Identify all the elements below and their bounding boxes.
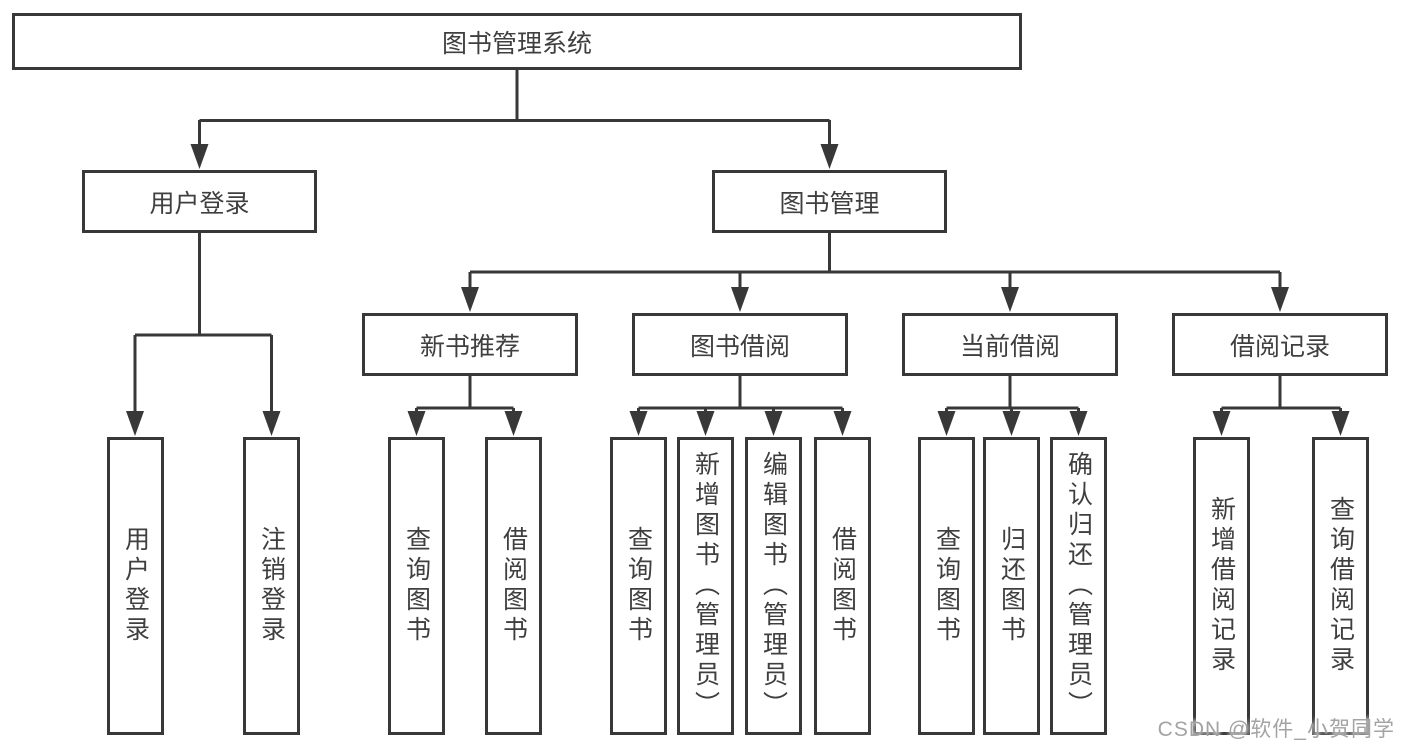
- node-book-borrowing: 图书借阅: [632, 313, 848, 376]
- arrowhead: [820, 144, 839, 169]
- arrowhead: [461, 287, 479, 312]
- tree-edges: [133, 70, 1342, 413]
- node-user-login: 用户登录: [82, 170, 317, 233]
- arrowhead: [407, 411, 426, 436]
- node-add-borrow-record: 新增借阅记录: [1193, 437, 1250, 735]
- node-library-system: 图书管理系统: [12, 13, 1022, 70]
- arrowhead: [696, 411, 715, 436]
- node-return-book: 归还图书: [983, 437, 1040, 735]
- node-query-borrow-record: 查询借阅记录: [1312, 437, 1369, 735]
- node-new-book-recommend: 新书推荐: [362, 313, 578, 376]
- arrowhead: [1069, 411, 1088, 436]
- arrowhead: [504, 411, 523, 436]
- arrowhead: [629, 411, 648, 436]
- node-query-books-current: 查询图书: [918, 437, 975, 735]
- arrowhead: [1212, 411, 1231, 436]
- node-current-borrowing: 当前借阅: [902, 313, 1118, 376]
- arrowhead: [731, 287, 749, 312]
- node-book-management: 图书管理: [712, 170, 947, 233]
- arrowhead: [1001, 287, 1019, 312]
- arrowhead: [937, 411, 956, 436]
- node-borrow-books-recommend: 借阅图书: [485, 437, 542, 735]
- arrowhead: [1331, 411, 1350, 436]
- csdn-watermark: CSDN @软件_小贺同学: [1157, 718, 1395, 741]
- node-confirm-return-admin: 确认归还（管理员）: [1050, 437, 1107, 735]
- node-user-login-leaf: 用户登录: [107, 437, 164, 735]
- arrowhead: [126, 411, 144, 436]
- arrowhead: [190, 144, 209, 169]
- arrowhead: [1002, 411, 1021, 436]
- node-borrow-books-leaf: 借阅图书: [814, 437, 871, 735]
- arrowhead: [833, 411, 852, 436]
- arrowhead: [1271, 287, 1289, 312]
- arrowhead: [262, 411, 281, 436]
- node-query-books-recommend: 查询图书: [388, 437, 445, 735]
- node-borrowing-records: 借阅记录: [1172, 313, 1388, 376]
- node-add-book-admin: 新增图书（管理员）: [677, 437, 734, 735]
- node-logout-leaf: 注销登录: [243, 437, 300, 735]
- node-query-books-borrow: 查询图书: [610, 437, 667, 735]
- arrowhead: [764, 411, 783, 436]
- node-edit-book-admin: 编辑图书（管理员）: [745, 437, 802, 735]
